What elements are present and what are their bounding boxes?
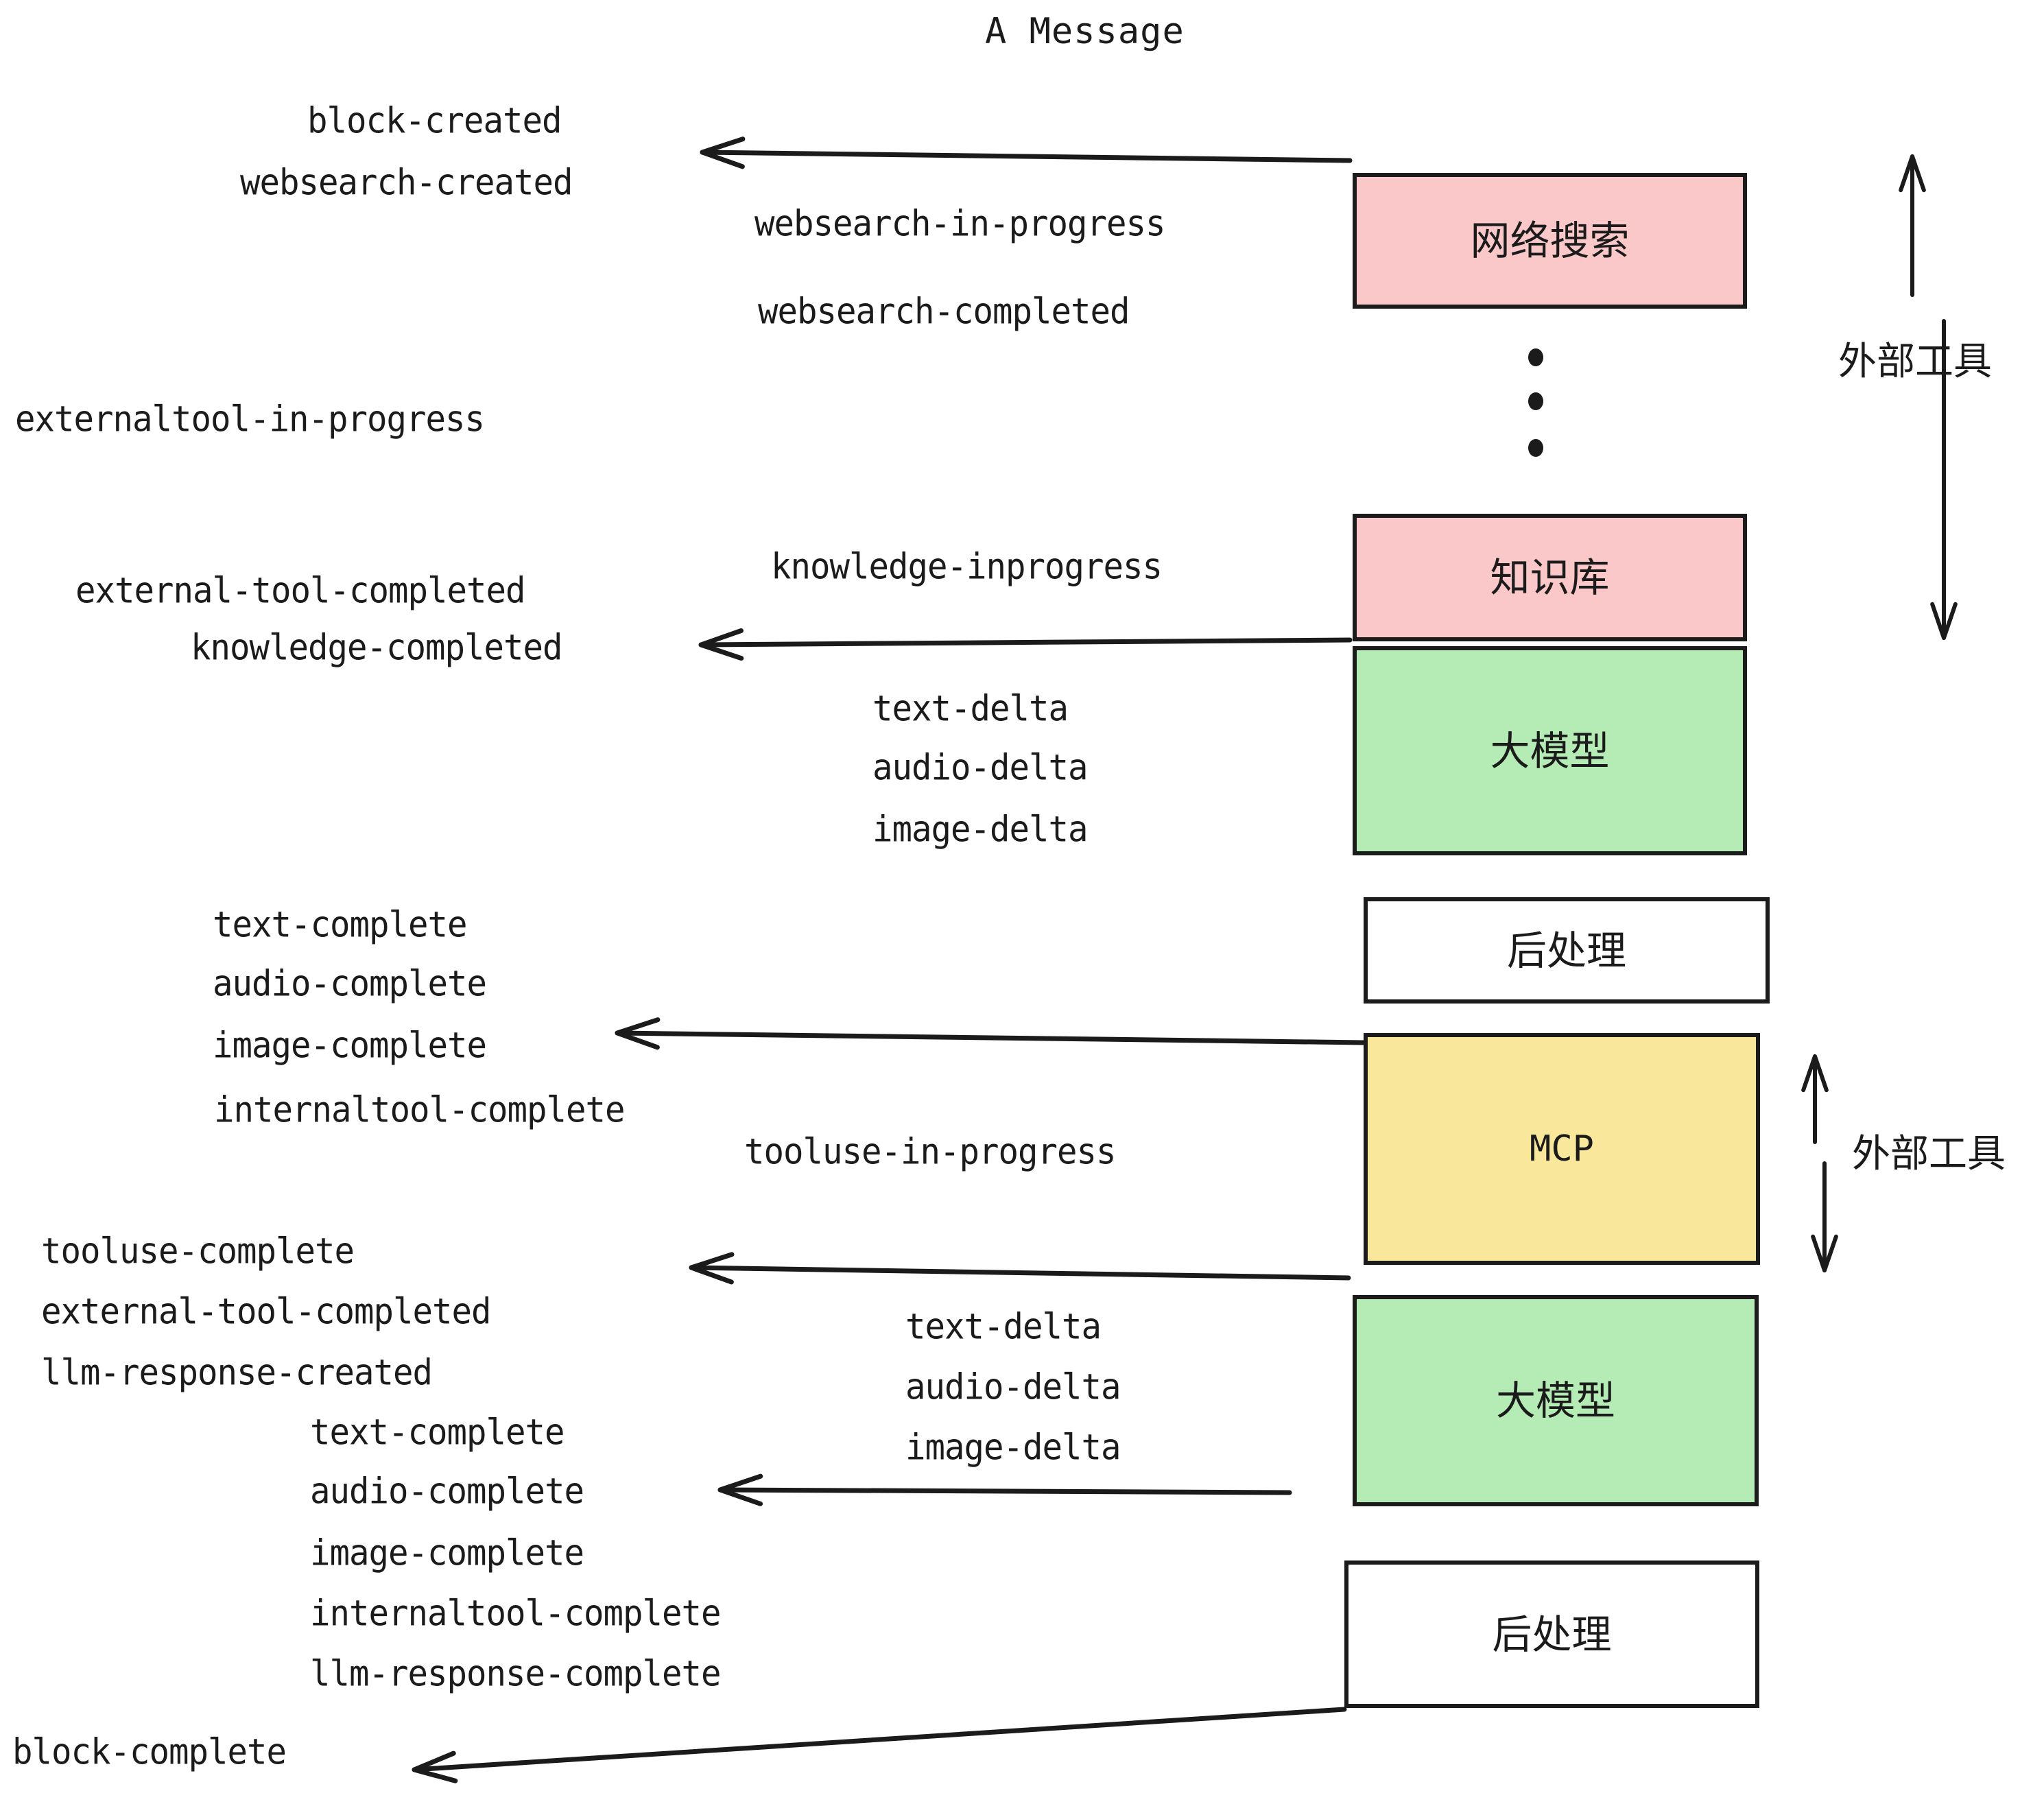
bracket-external-tools-arrow-top-up (1899, 154, 1926, 297)
side-label-external-tools-bottom: 外部工具 (1852, 1132, 2006, 1176)
event-label-audio-delta-1: audio-delta (872, 746, 1089, 789)
page-title: A Message (985, 11, 1185, 52)
box-llm-1[interactable]: 大模型 (1353, 646, 1747, 855)
box-label-mcp: MCP (1530, 1128, 1594, 1170)
bracket-external-tools-arrow-bottom-down (1811, 1161, 1838, 1272)
flow-arrow-llm2-to-audio (717, 1473, 1292, 1506)
box-label-websearch: 网络搜索 (1470, 217, 1630, 264)
ellipsis-dot-3 (1528, 439, 1543, 457)
event-label-text-complete-2: text-complete (310, 1411, 565, 1453)
bracket-external-tools-arrow-bottom-up (1801, 1054, 1829, 1144)
event-label-image-delta-2: image-delta (905, 1426, 1121, 1469)
box-label-postprocess-2: 后处理 (1492, 1611, 1612, 1658)
event-label-websearch-completed: websearch-completed (758, 290, 1130, 333)
event-label-text-delta-2: text-delta (905, 1305, 1102, 1348)
event-label-block-created: block-created (307, 99, 562, 142)
event-label-audio-delta-2: audio-delta (905, 1366, 1121, 1408)
ellipsis-dot-1 (1528, 348, 1543, 366)
event-label-internaltool-complete-1: internaltool-complete (214, 1089, 626, 1131)
flow-arrow-websearch-to-block (700, 137, 1353, 169)
event-label-text-delta-1: text-delta (872, 687, 1069, 730)
event-label-image-complete-1: image-complete (213, 1024, 487, 1067)
event-label-block-complete: block-complete (12, 1731, 287, 1773)
event-label-text-complete-1: text-complete (213, 903, 468, 946)
event-label-websearch-created: websearch-created (240, 161, 573, 204)
box-label-llm-2: 大模型 (1495, 1377, 1615, 1424)
box-llm-2[interactable]: 大模型 (1353, 1295, 1759, 1506)
event-label-image-delta-1: image-delta (872, 808, 1089, 851)
event-label-llm-response-complete: llm-response-complete (310, 1652, 722, 1695)
box-knowledge[interactable]: 知识库 (1353, 514, 1747, 641)
event-label-llm-response-created: llm-response-created (41, 1351, 433, 1394)
event-label-knowledge-completed: knowledge-completed (191, 626, 563, 669)
box-mcp[interactable]: MCP (1364, 1033, 1760, 1265)
flow-arrow-knowledge-to-complete (698, 628, 1353, 661)
event-label-websearch-in-progress: websearch-in-progress (754, 202, 1166, 245)
event-label-external-tool-completed-1: external-tool-completed (75, 569, 526, 612)
box-postprocess-1[interactable]: 后处理 (1364, 897, 1770, 1004)
flow-arrow-post2-to-block (412, 1707, 1347, 1783)
box-label-postprocess-1: 后处理 (1506, 927, 1626, 974)
event-label-tooluse-in-progress: tooluse-in-progress (744, 1130, 1117, 1173)
event-label-externaltool-in-progress: externaltool-in-progress (15, 398, 485, 440)
event-label-external-tool-completed-2: external-tool-completed (41, 1290, 492, 1333)
side-label-external-tools-top: 外部工具 (1838, 340, 1992, 384)
ellipsis-dot-2 (1528, 392, 1543, 410)
box-postprocess-2[interactable]: 后处理 (1344, 1560, 1759, 1708)
box-label-knowledge: 知识库 (1490, 554, 1610, 601)
event-label-tooluse-complete: tooluse-complete (41, 1230, 355, 1272)
flow-arrow-mcp-to-image-complete (615, 1017, 1366, 1050)
event-label-audio-complete-2: audio-complete (310, 1470, 584, 1512)
box-websearch[interactable]: 网络搜索 (1353, 173, 1747, 309)
box-label-llm-1: 大模型 (1490, 727, 1610, 774)
flow-arrow-llm2-to-tooluse (689, 1252, 1351, 1285)
event-label-audio-complete-1: audio-complete (213, 962, 487, 1005)
event-label-knowledge-inprogress: knowledge-inprogress (771, 545, 1163, 588)
event-label-internaltool-complete-2: internaltool-complete (310, 1592, 722, 1635)
event-label-image-complete-2: image-complete (310, 1532, 584, 1574)
